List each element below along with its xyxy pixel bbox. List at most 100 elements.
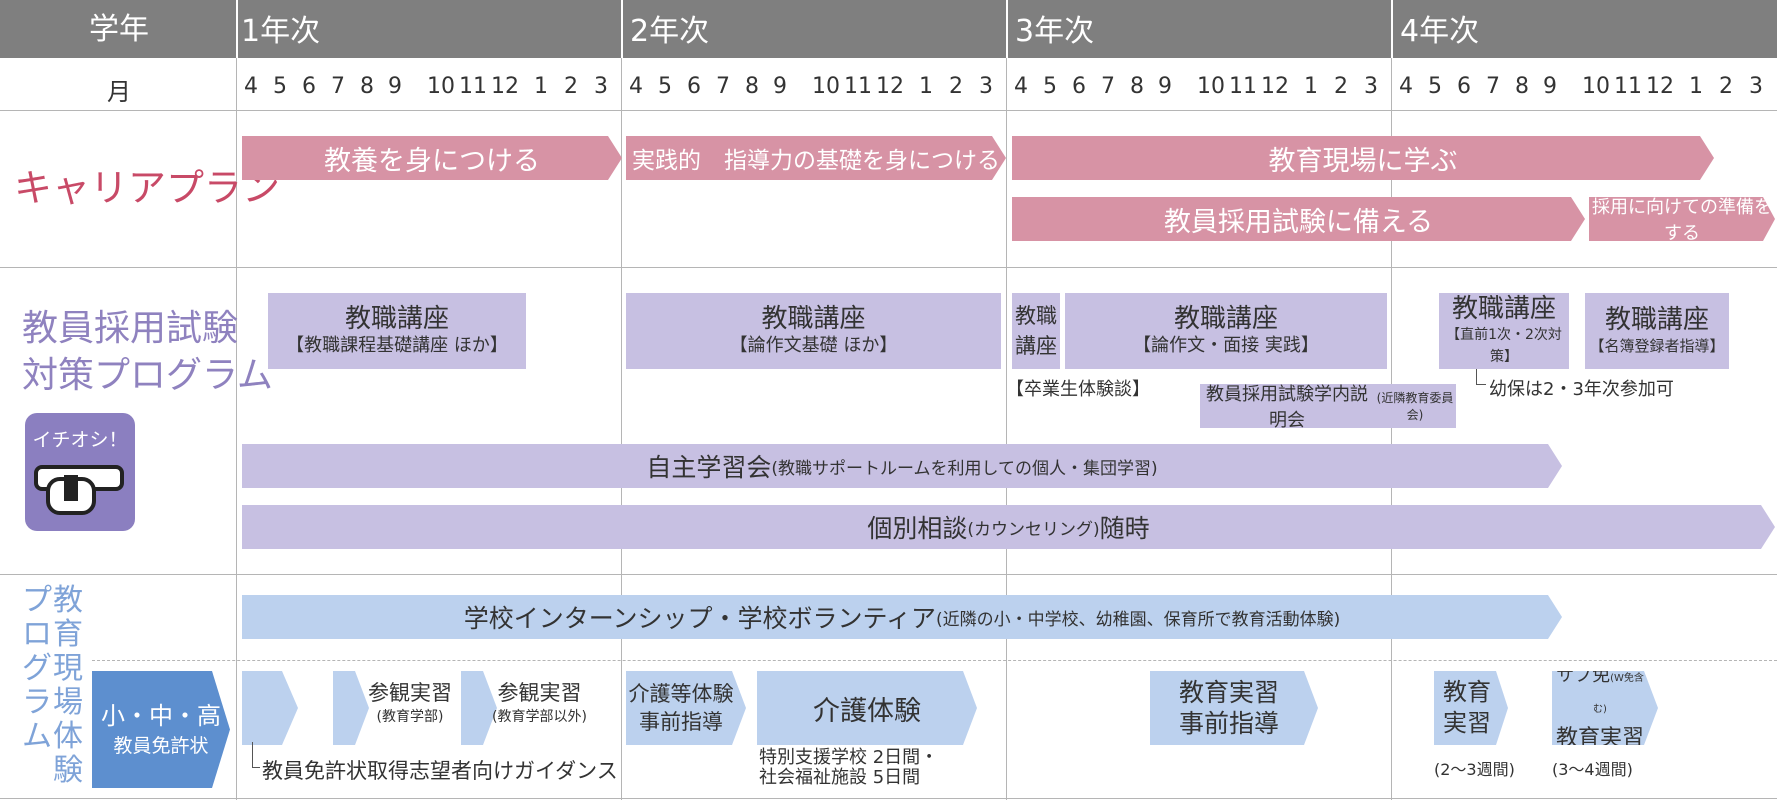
month-label-item: 6 (1072, 74, 1086, 99)
guidance-arrow (242, 671, 298, 745)
self-study-main: 自主学習会 (646, 453, 772, 482)
recommend-badge: イチオシ！ (25, 413, 135, 531)
self-study-bar: 自主学習会 (教職サポートルームを利用しての個人・集団学習) (242, 444, 1562, 488)
visit-1-main: 参観実習 (368, 681, 452, 705)
month-label-item: 12 (491, 74, 519, 99)
month-label-item: 5 (1043, 74, 1057, 99)
field-title-col1: プログラム (20, 584, 54, 754)
course-box-small: 教職 講座 (1012, 293, 1060, 369)
year-1-label: 1年次 (241, 14, 321, 49)
header-divider (1006, 0, 1008, 58)
practice-duration-note: (2〜3週間) (1434, 760, 1515, 779)
briefing-main: 教員採用試験学内説明会 (1205, 384, 1368, 431)
month-label-item: 5 (1428, 74, 1442, 99)
visit-2-main: 参観実習 (497, 681, 582, 705)
career-bar-practical: 実践的 指導力の基礎を身につける (626, 136, 1006, 180)
year-2-label: 2年次 (630, 14, 710, 49)
consultation-anytime: 随時 (1099, 514, 1150, 543)
youho-connector (1476, 369, 1486, 385)
care-pre-line1: 介護等体験 (628, 682, 734, 706)
care-label: 介護体験 (813, 695, 921, 727)
exam-program-title-line2: 対策プログラム (22, 355, 273, 396)
career-bar-exam-prep: 教員採用試験に備える (1012, 197, 1585, 241)
care-note-line2: 社会福祉施設 5日間 (759, 767, 921, 788)
grid-line (236, 58, 237, 800)
consultation-bar: 個別相談 (カウンセリング) 随時 (242, 505, 1775, 549)
sub-practice-arrow: サブ免(W免含む) 教育実習 (1552, 671, 1658, 745)
month-label-item: 2 (1334, 74, 1348, 99)
month-label-item: 5 (658, 74, 672, 99)
practice-pre-line2: 事前指導 (1178, 709, 1279, 738)
practice-pre-line1: 教育実習 (1178, 678, 1279, 707)
visit-1-label: 参観実習 (教育学部) (368, 680, 452, 728)
month-label-item: 3 (1749, 74, 1763, 99)
career-bar-field-learning: 教育現場に学ぶ (1012, 136, 1714, 180)
month-label-item: 1 (919, 74, 933, 99)
course-subtitle: 【直前1次・2次対策】 (1446, 327, 1562, 365)
sub-license-small: (W免含む) (1593, 673, 1644, 715)
career-bar-employment-prep: 採用に向けての準備をする (1589, 197, 1775, 241)
month-label-item: 9 (1158, 74, 1172, 99)
guidance-connector (252, 742, 260, 768)
course-box-register: 教職講座 【名簿登録者指導】 (1585, 293, 1729, 369)
month-label-item: 1 (1304, 74, 1318, 99)
year-4-label: 4年次 (1400, 14, 1480, 49)
course-title: 教職講座 (344, 304, 449, 334)
field-title-col2: 教育現場体験 (51, 584, 85, 788)
month-label-item: 6 (1457, 74, 1471, 99)
header-divider (621, 0, 623, 58)
month-label-item: 11 (844, 74, 872, 99)
license-line1: 小・中・高 (101, 701, 221, 730)
course-box-essay-interview: 教職講座 【論作文・面接 実践】 (1065, 293, 1387, 369)
month-label-item: 11 (459, 74, 487, 99)
month-label-item: 4 (629, 74, 643, 99)
month-label-item: 10 (427, 74, 455, 99)
month-label-item: 12 (1261, 74, 1289, 99)
recommend-badge-text: イチオシ！ (32, 429, 128, 451)
youho-note: 幼保は2・3年次参加可 (1489, 379, 1674, 400)
visit-1-sub: (教育学部) (376, 709, 444, 725)
course-subtitle: 【名簿登録者指導】 (1589, 337, 1725, 355)
grid-line (0, 110, 1777, 111)
month-label-item: 11 (1614, 74, 1642, 99)
care-note-line1: 特別支援学校 2日間・ (759, 747, 939, 768)
month-label-item: 2 (949, 74, 963, 99)
care-pre-line2: 事前指導 (639, 710, 723, 734)
grade-label: 学年 (89, 12, 149, 47)
visit-2-sub: (教育学部以外) (492, 709, 587, 725)
month-label-item: 4 (244, 74, 258, 99)
month-label-item: 7 (331, 74, 345, 99)
course-box-basic: 教職講座 【教職課程基礎講座 ほか】 (268, 293, 526, 369)
month-label-item: 7 (716, 74, 730, 99)
month-label-item: 12 (876, 74, 904, 99)
course-box-final: 教職講座 【直前1次・2次対策】 (1439, 293, 1569, 369)
year-header-row (0, 0, 1777, 58)
course-subtitle: 【論作文基礎 ほか】 (729, 335, 898, 356)
consultation-sub: (カウンセリング) (967, 519, 1100, 540)
guidance-note: 教員免許状取得志望者向けガイダンス (262, 759, 618, 783)
month-label-item: 1 (534, 74, 548, 99)
dashed-divider (92, 660, 1777, 661)
field-title-text: 教育現場体験 (53, 583, 83, 788)
month-label-item: 7 (1101, 74, 1115, 99)
briefing-sub: (近隣教育委員会) (1376, 391, 1454, 422)
month-label-item: 6 (687, 74, 701, 99)
license-line2: 教員免許状 (113, 734, 209, 757)
course-title: 教職 講座 (1015, 304, 1057, 358)
month-label-item: 10 (1582, 74, 1610, 99)
month-label-item: 6 (302, 74, 316, 99)
month-label-item: 1 (1689, 74, 1703, 99)
course-title: 教職講座 (1173, 304, 1278, 334)
briefing-box: 教員採用試験学内説明会 (近隣教育委員会) (1200, 384, 1456, 431)
month-label-item: 8 (1515, 74, 1529, 99)
internship-main: 学校インターンシップ・学校ボランティア (463, 604, 936, 633)
month-label-item: 10 (1197, 74, 1225, 99)
graduate-talk-note: 【卒業生体験談】 (1006, 379, 1150, 400)
month-label-item: 3 (1364, 74, 1378, 99)
month-label-item: 9 (773, 74, 787, 99)
care-pre-arrow: 介護等体験 事前指導 (626, 671, 746, 745)
practice-line2: 実習 (1443, 709, 1491, 737)
month-label-item: 8 (1130, 74, 1144, 99)
month-label-item: 9 (388, 74, 402, 99)
career-bar-liberal-arts: 教養を身につける (242, 136, 622, 180)
